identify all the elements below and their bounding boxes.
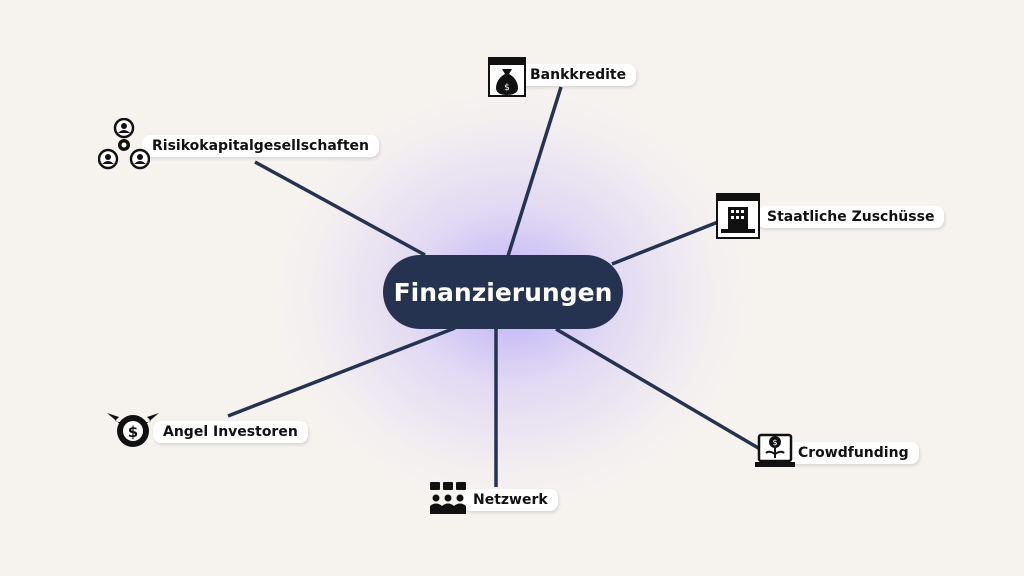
people-chat-icon <box>430 482 466 514</box>
line-staat <box>611 220 719 266</box>
line-risiko <box>254 160 426 257</box>
svg-text:$: $ <box>128 423 138 441</box>
center-node: Finanzierungen <box>383 255 623 329</box>
node-label: Angel Investoren <box>153 421 308 443</box>
line-angel <box>227 326 456 418</box>
line-crowd <box>555 327 761 451</box>
node-label: Bankkredite <box>520 64 637 86</box>
node-label: Staatliche Zuschüsse <box>757 206 945 228</box>
node-label: Risikokapitalgesellschaften <box>142 135 380 157</box>
svg-text:$: $ <box>504 83 510 93</box>
line-bankkredite <box>506 86 563 257</box>
svg-text:$: $ <box>772 438 777 447</box>
winged-coin-icon: $ <box>107 413 159 447</box>
node-label: Crowdfunding <box>788 442 919 464</box>
people-network-icon <box>98 118 150 170</box>
government-building-icon <box>716 193 760 239</box>
laptop-growth-icon: $ <box>755 433 795 467</box>
money-bag-icon: $ <box>488 57 526 97</box>
node-label: Netzwerk <box>463 489 558 511</box>
